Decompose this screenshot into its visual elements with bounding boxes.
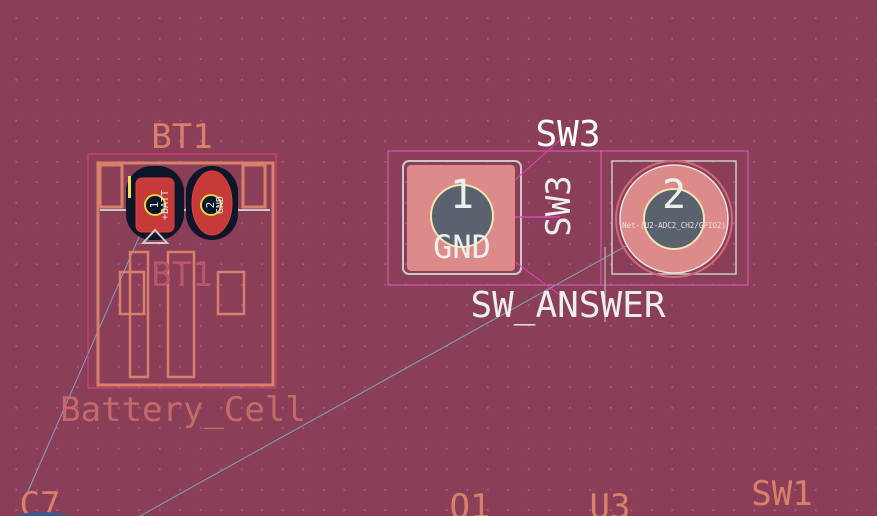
ratsnest-line	[139, 245, 627, 516]
footprint-bt1[interactable]: 1 +BATT 2 GND BT1 BT1 Battery_Cell	[60, 117, 306, 430]
q1-reference[interactable]: Q1	[450, 487, 491, 516]
bt1-pad2-number: 2	[204, 202, 217, 209]
bt1-silk-outline	[96, 161, 275, 387]
sw3-reference[interactable]: SW3	[535, 114, 600, 155]
sw3-pad1-net: GND	[433, 228, 491, 266]
bt1-pad1-net: +BATT	[160, 190, 171, 220]
u3-reference[interactable]: U3	[590, 487, 631, 516]
sw1-reference[interactable]: SW1	[751, 474, 812, 514]
footprint-sw3[interactable]: 1 GND 2 Net-(U2-ADC2_CH2/GPIO2) SW3 SW3 …	[387, 114, 749, 326]
ratsnest-line	[21, 211, 151, 506]
sw3-value[interactable]: SW_ANSWER	[470, 285, 665, 326]
sw3-courtyard	[387, 150, 749, 286]
sw3-pad2-net: Net-(U2-ADC2_CH2/GPIO2)	[622, 221, 726, 230]
pin1-marker-icon	[140, 228, 170, 244]
c7-reference[interactable]: C7	[20, 485, 61, 516]
sw3-pad2-number: 2	[662, 172, 686, 218]
bt1-reference[interactable]: BT1	[151, 117, 212, 157]
sw3-fab-reference: SW3	[539, 175, 579, 236]
bt1-pad2-net: GND	[215, 196, 226, 214]
bt1-courtyard	[87, 153, 277, 389]
bt1-pad1-number: 1	[148, 202, 161, 209]
sw3-pad1-number: 1	[450, 172, 474, 218]
bt1-fab-reference: BT1	[151, 255, 212, 295]
bt1-value[interactable]: Battery_Cell	[60, 390, 306, 430]
